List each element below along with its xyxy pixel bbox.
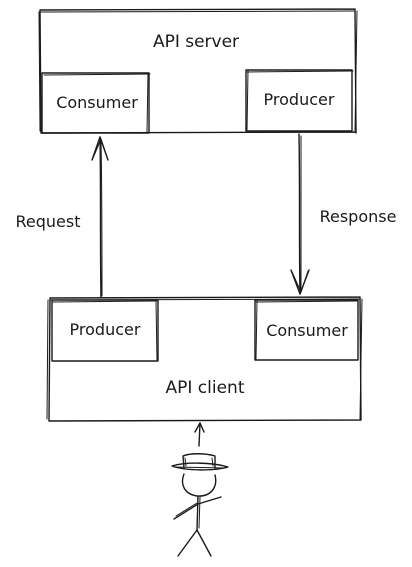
api-client-title: API client [166, 378, 245, 398]
request-arrow [91, 136, 109, 298]
api-server-box [38, 8, 358, 134]
api-server-title: API server [153, 32, 239, 52]
api-client-consumer-label: Consumer [266, 321, 348, 340]
api-client-producer-box [51, 299, 159, 362]
api-server-consumer-box [41, 72, 151, 134]
user-arrow [194, 422, 205, 447]
api-client-consumer-box [254, 299, 359, 361]
api-server-consumer-label: Consumer [56, 93, 138, 112]
api-server-producer-label: Producer [264, 90, 335, 109]
api-server-producer-box [245, 69, 354, 132]
person-with-hat-icon [171, 453, 229, 557]
response-arrow [290, 133, 310, 295]
request-label: Request [16, 212, 81, 231]
response-label: Response [320, 207, 397, 226]
api-client-producer-label: Producer [70, 320, 141, 339]
api-client-box [46, 296, 363, 422]
